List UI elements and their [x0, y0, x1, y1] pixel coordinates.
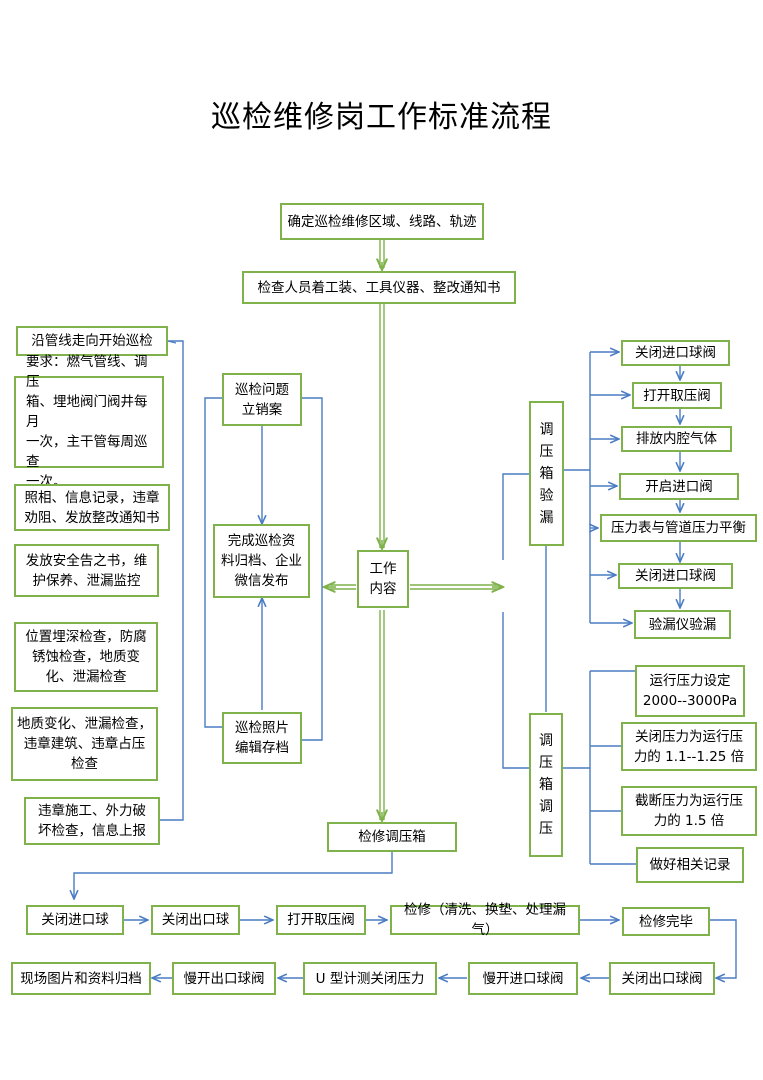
define-area-box: 确定巡检维修区域、线路、轨迹	[280, 203, 484, 240]
repair-step-overhaul: 检修（清洗、换垫、处理漏气）	[390, 902, 580, 938]
issue-case-box: 巡检问题 立销案	[222, 373, 302, 426]
repair-step-close-inlet: 关闭进口球	[26, 905, 124, 935]
leak-step-5: 压力表与管道压力平衡	[600, 514, 757, 542]
repair-step-close-outlet-valve: 关闭出口球阀	[609, 962, 715, 995]
repair-step-slow-open-inlet: 慢开进口球阀	[468, 962, 578, 995]
leak-step-3: 排放内腔气体	[621, 426, 732, 452]
left-item-safety-notice: 发放安全告之书，维 护保养、泄漏监控	[14, 544, 159, 597]
branch-lines	[74, 340, 737, 978]
adjust-step-1: 运行压力设定 2000--3000Pa	[635, 665, 745, 717]
work-content-box: 工作 内容	[357, 550, 409, 608]
leak-step-6: 关闭进口球阀	[618, 563, 733, 589]
adjust-step-2: 关闭压力为运行压 力的 1.1--1.25 倍	[621, 722, 757, 771]
left-item-geology-check: 地质变化、泄漏检查， 违章建筑、违章占压 检查	[11, 707, 158, 781]
left-item-depth-check: 位置埋深检查，防腐 锈蚀检查，地质变 化、泄漏检查	[14, 622, 158, 692]
adjust-step-3: 截断压力为运行压 力的 1.5 倍	[621, 786, 757, 836]
left-item-requirement: 要求：燃气管线、调压 箱、埋地阀门阀井每月 一次，主干管每周巡查 一次。	[14, 354, 164, 490]
leak-step-2: 打开取压阀	[632, 382, 722, 409]
leak-step-7: 验漏仪验漏	[634, 610, 731, 639]
left-item-photo-record: 照相、信息记录，违章 劝阻、发放整改通知书	[14, 484, 170, 531]
left-item-start-patrol: 沿管线走向开始巡检	[16, 326, 168, 356]
archive-publish-box: 完成巡检资 料归档、企业 微信发布	[213, 524, 310, 598]
leak-step-4: 开启进口阀	[619, 473, 739, 500]
pressure-adjust-box: 调 压 箱 调 压	[529, 713, 563, 857]
repair-pressure-box-node: 检修调压箱	[327, 822, 457, 852]
leak-step-1: 关闭进口球阀	[621, 340, 730, 366]
left-item-construction-check: 违章施工、外力破 坏检查，信息上报	[24, 797, 160, 845]
repair-step-close-outlet: 关闭出口球	[151, 905, 240, 935]
check-staff-box: 检查人员着工装、工具仪器、整改通知书	[242, 271, 516, 304]
page-title: 巡检维修岗工作标准流程	[211, 100, 552, 135]
repair-step-u-gauge: U 型计测关闭压力	[303, 962, 437, 995]
repair-step-archive: 现场图片和资料归档	[11, 962, 151, 995]
repair-step-done: 检修完毕	[622, 907, 710, 936]
leak-test-box: 调 压 箱 验 漏	[529, 401, 564, 546]
repair-step-slow-open-outlet: 慢开出口球阀	[172, 962, 276, 995]
adjust-step-4: 做好相关记录	[636, 847, 744, 883]
main-trunk-lines	[330, 239, 500, 820]
photo-archive-box: 巡检照片 编辑存档	[222, 712, 302, 764]
repair-step-open-valve: 打开取压阀	[276, 905, 366, 935]
